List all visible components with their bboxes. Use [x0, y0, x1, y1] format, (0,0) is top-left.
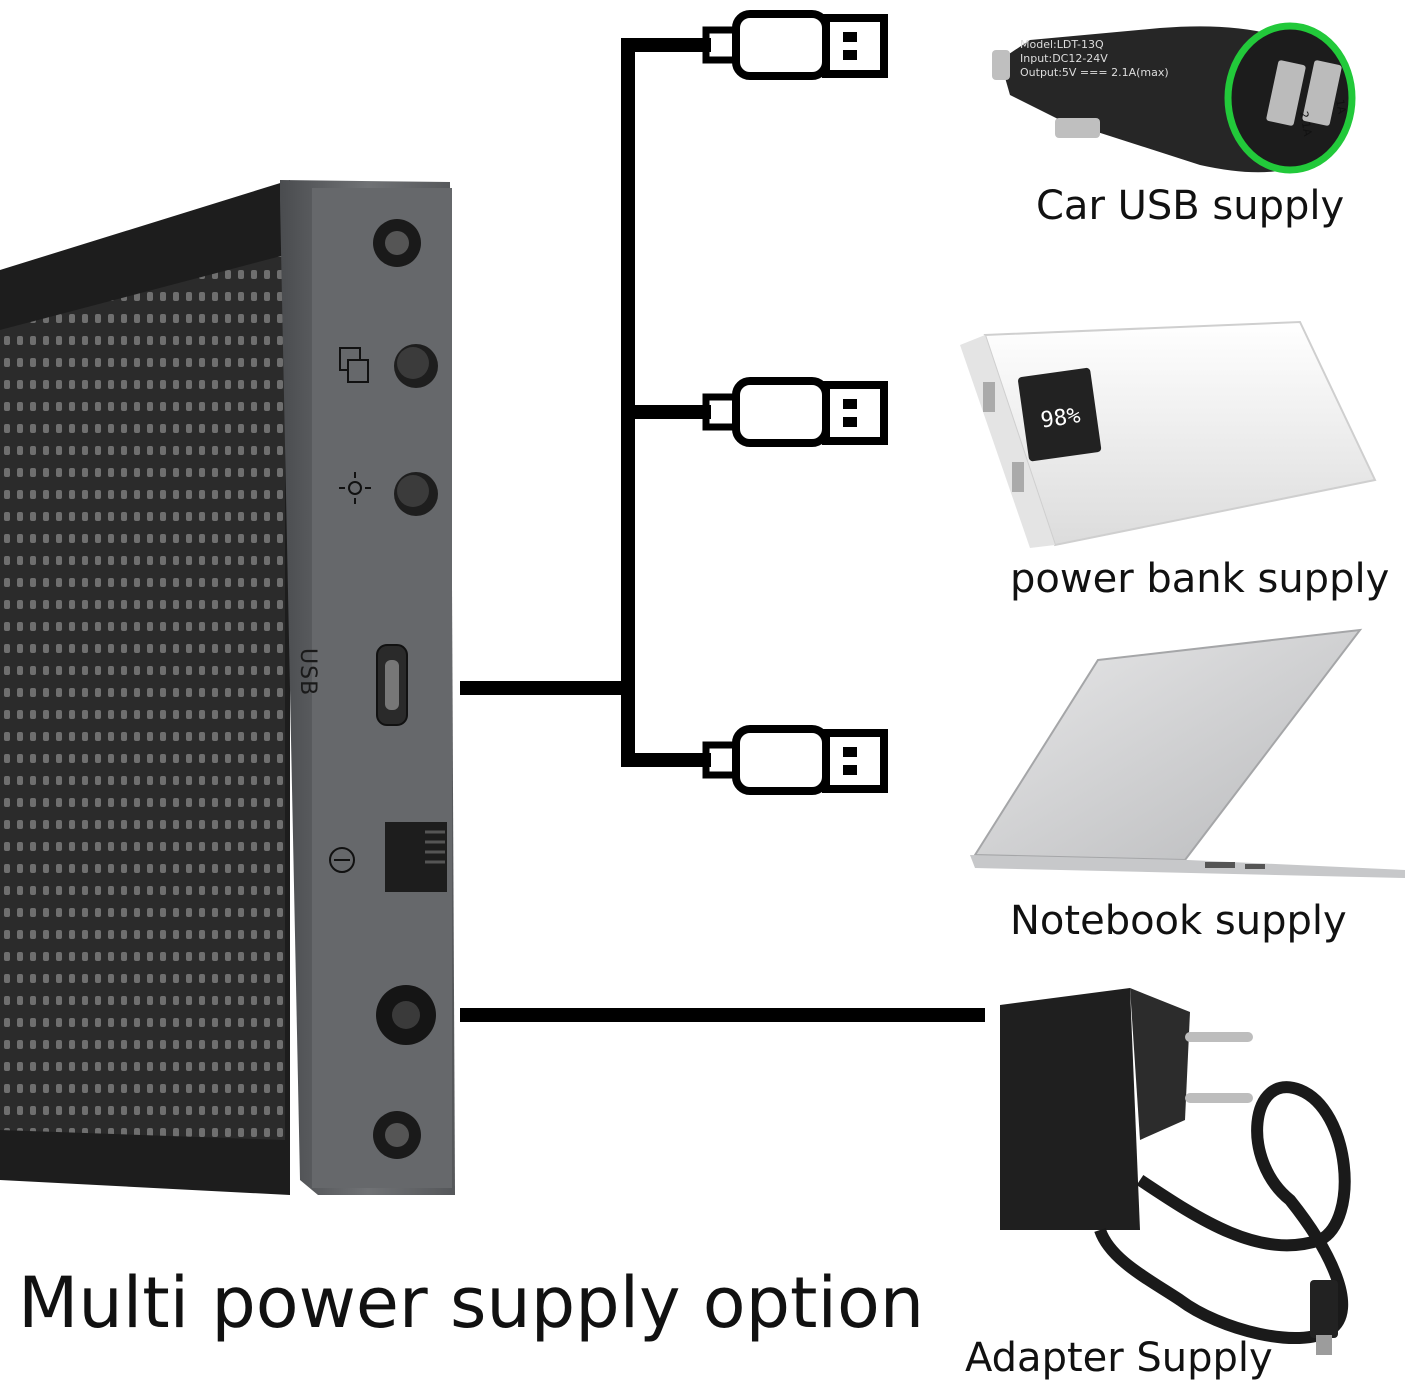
car-model-text: Model:LDT-13Q: [1020, 38, 1104, 51]
adapter-supply-label: Adapter Supply: [965, 1335, 1273, 1381]
usb-plug-icon-1: [702, 10, 888, 80]
car-input-text: Input:DC12-24V: [1020, 52, 1108, 65]
power-bank-supply-label: power bank supply: [1010, 556, 1390, 602]
led-panel: [0, 180, 455, 1195]
usb-plug-icon-3: [702, 725, 888, 795]
adapter-image: [1000, 988, 1351, 1355]
usb-port-label: USB: [295, 648, 320, 697]
car-output-text: Output:5V === 2.1A(max): [1020, 66, 1169, 79]
power-bank-display-text: 98%: [1039, 403, 1082, 433]
power-bank-image: 98%: [960, 320, 1377, 548]
car-port-b-text: 1A: [1333, 98, 1348, 115]
car-usb-supply-label: Car USB supply: [1036, 183, 1345, 229]
cable-diagram: [460, 38, 985, 1022]
car-charger-image: Model:LDT-13Q Input:DC12-24V Output:5V =…: [992, 22, 1356, 174]
laptop-image: [970, 628, 1405, 878]
car-port-a-text: 2.1A: [1297, 110, 1314, 137]
usb-plug-icon-2: [702, 377, 888, 447]
page-title: Multi power supply option: [18, 1262, 925, 1344]
notebook-supply-label: Notebook supply: [1010, 898, 1347, 944]
